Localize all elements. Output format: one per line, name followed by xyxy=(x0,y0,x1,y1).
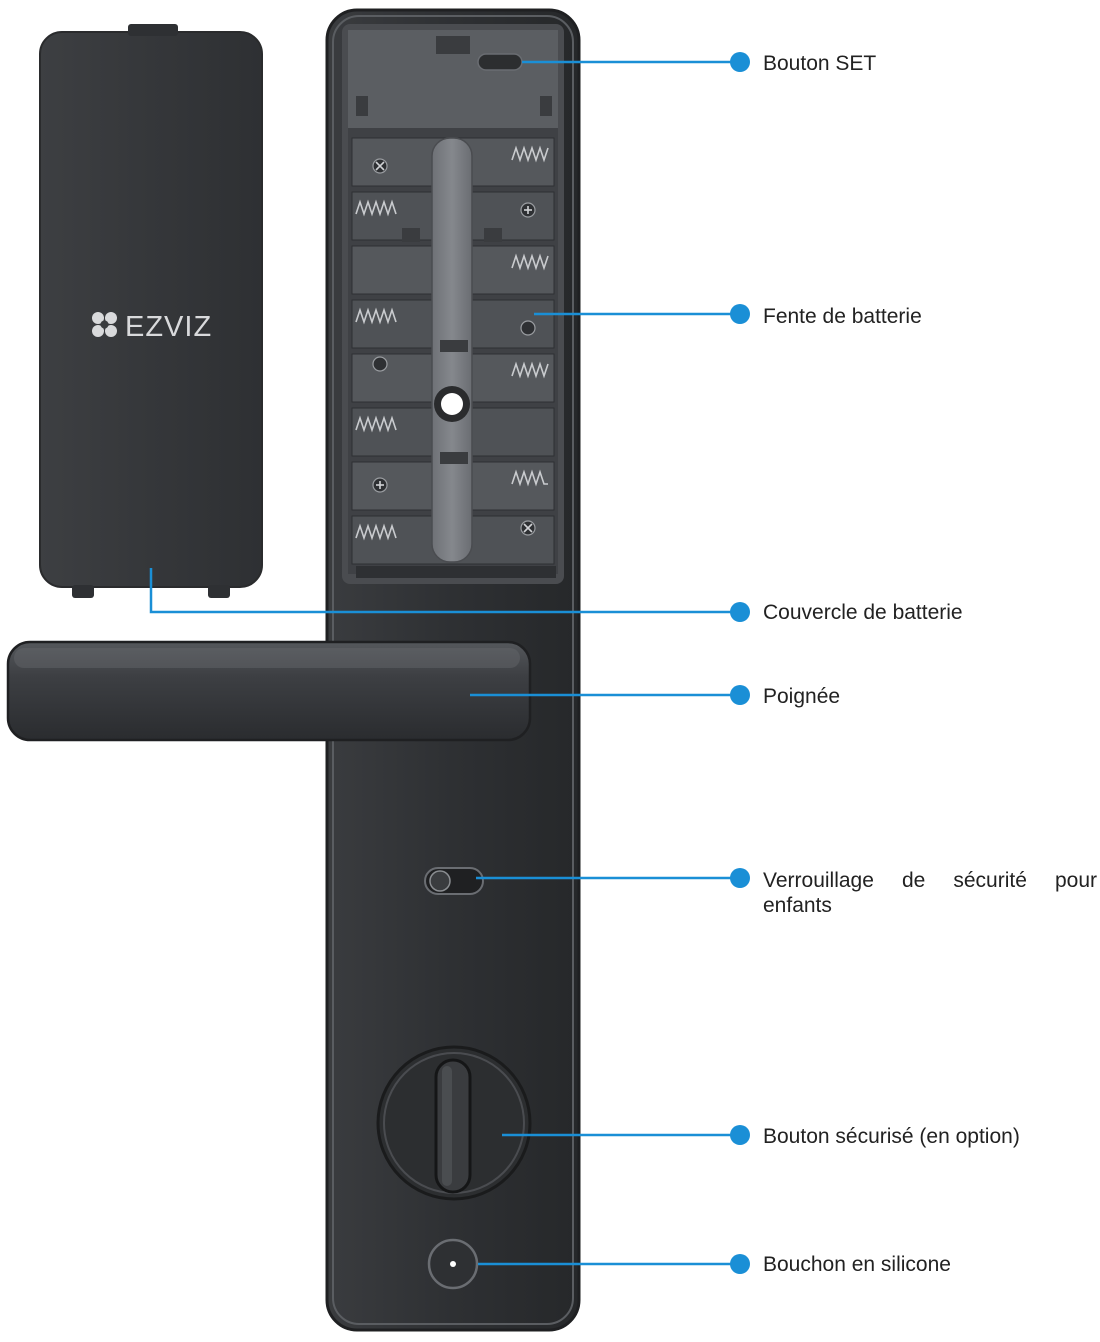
security-knob xyxy=(378,1047,530,1199)
label-security-knob: Bouton sécurisé (en option) xyxy=(763,1124,1020,1149)
label-child-lock: Verrouillage de sécurité pour enfants xyxy=(763,868,1097,918)
battery-slot xyxy=(348,128,558,578)
callout-dot-child xyxy=(730,868,750,888)
callout-dot-knob xyxy=(730,1125,750,1145)
label-handle: Poignée xyxy=(763,684,840,709)
callout-dot-cover xyxy=(730,602,750,622)
battery-cover: EZVIZ xyxy=(40,24,262,598)
callout-dot-slot xyxy=(730,304,750,324)
label-battery-slot: Fente de batterie xyxy=(763,304,922,329)
logo-text: EZVIZ xyxy=(125,311,212,343)
label-silicone-plug: Bouchon en silicone xyxy=(763,1252,951,1277)
callout-dot-plug xyxy=(730,1254,750,1274)
child-safety-lock-switch xyxy=(425,868,483,894)
handle xyxy=(8,642,530,740)
label-child-lock-line2: enfants xyxy=(763,894,832,917)
callout-dot-handle xyxy=(730,685,750,705)
set-button xyxy=(478,54,522,70)
silicone-plug xyxy=(429,1240,477,1288)
label-set-button: Bouton SET xyxy=(763,51,876,76)
callout-dots xyxy=(730,52,750,1274)
callout-dot-set xyxy=(730,52,750,72)
label-child-lock-line1: Verrouillage de sécurité pour xyxy=(763,868,1097,893)
label-battery-cover: Couvercle de batterie xyxy=(763,600,963,625)
